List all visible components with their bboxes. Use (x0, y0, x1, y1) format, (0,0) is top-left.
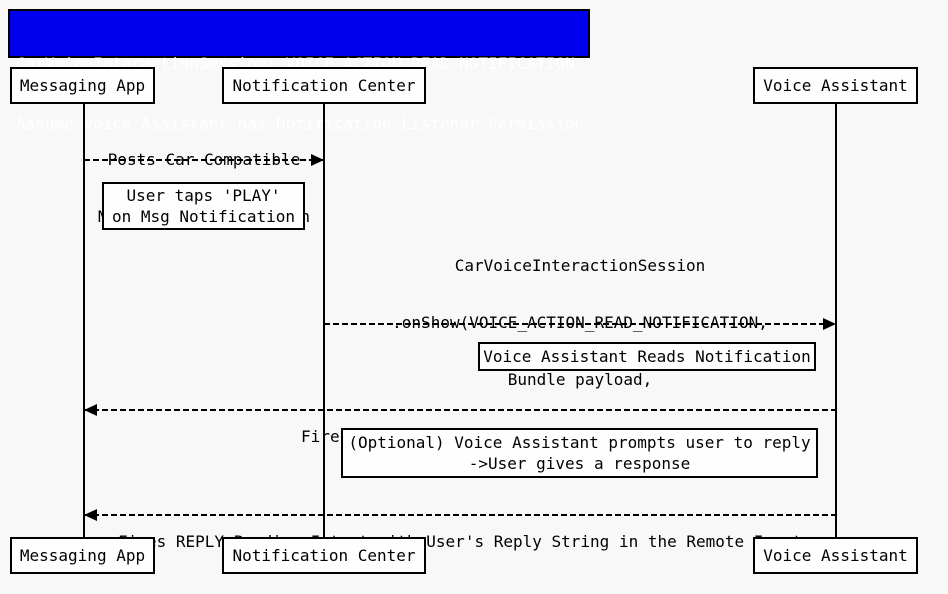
participant-label: Messaging App (19, 546, 146, 565)
lifeline-notification-center (323, 104, 325, 537)
participant-messaging-app-top: Messaging App (10, 67, 155, 104)
note-user-taps-play: User taps 'PLAY' on Msg Notification (102, 182, 305, 230)
note-reads-notification: Voice Assistant Reads Notification (478, 342, 816, 371)
message-line: Bundle payload, (507, 370, 653, 389)
lifeline-voice-assistant (835, 104, 837, 537)
message-line: CarVoiceInteractionSession (454, 256, 706, 275)
participant-label: Messaging App (19, 76, 146, 95)
participant-label: Voice Assistant (763, 76, 908, 95)
message-mark-as-read-arrow (84, 409, 836, 411)
arrowhead-left-icon (84, 509, 97, 521)
note-optional-reply: (Optional) Voice Assistant prompts user … (341, 428, 818, 478)
note-line: (Optional) Voice Assistant prompts user … (348, 433, 811, 452)
participant-messaging-app-bottom: Messaging App (10, 537, 155, 574)
message-reply-label: Fires REPLY Pending Intent with User's R… (84, 494, 836, 589)
participant-voice-assistant-top: Voice Assistant (753, 67, 918, 104)
participant-notification-center-bottom: Notification Center (222, 537, 426, 574)
arrowhead-right-icon (311, 154, 324, 166)
message-line: .onShow(VOICE_ACTION_READ_NOTIFICATION, (330, 313, 830, 332)
participant-label: Notification Center (232, 546, 416, 565)
arrowhead-left-icon (84, 404, 97, 416)
diagram-title: CarVoiceInteractionSession: VOICE_ACTION… (8, 9, 590, 133)
lifeline-messaging-app (83, 104, 85, 537)
arrowhead-right-icon (823, 318, 836, 330)
note-line: User taps 'PLAY' (126, 186, 281, 205)
participant-voice-assistant-bottom: Voice Assistant (753, 537, 918, 574)
participant-label: Voice Assistant (763, 546, 908, 565)
message-reply-arrow (84, 514, 836, 516)
message-line: Fires REPLY Pending Intent with User's R… (118, 532, 802, 551)
message-on-show-arrow (324, 323, 836, 325)
note-line: ->User gives a response (468, 454, 691, 473)
participant-notification-center-top: Notification Center (222, 67, 426, 104)
message-post-notification-arrow (84, 159, 324, 161)
participant-label: Notification Center (232, 76, 416, 95)
note-line: Voice Assistant Reads Notification (483, 347, 811, 366)
diagram-title-line2: Assume Voice Assistant has Notification … (16, 114, 585, 133)
note-line: on Msg Notification (111, 207, 296, 226)
